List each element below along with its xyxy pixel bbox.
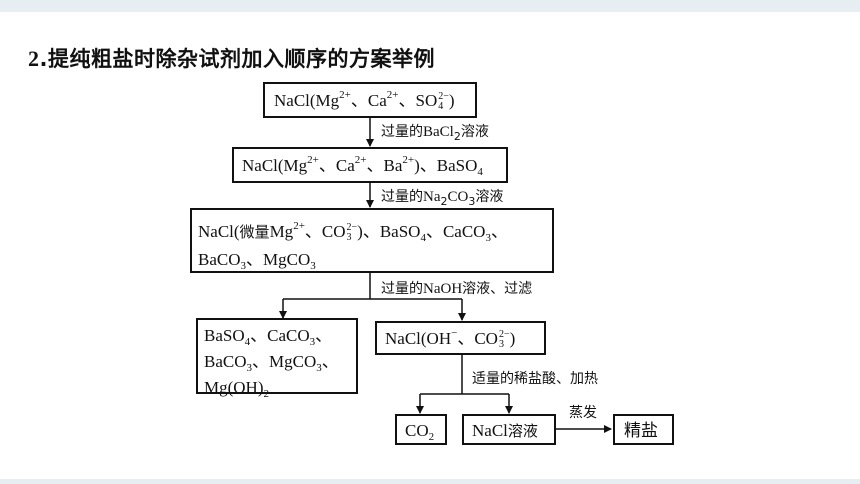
box-precipitates: BaSO4、CaCO3、 BaCO3、MgCO3、 Mg(OH)2 [196, 318, 358, 400]
label-step-na2co3: 过量的Na2CO3溶液 [381, 189, 504, 208]
box-co2: CO2 [395, 414, 447, 445]
box-refined-salt: 精盐 [613, 414, 674, 445]
box-after-bacl2: NaCl(Mg2+、Ca2+、Ba2+)、BaSO4 [232, 147, 508, 183]
top-decor-bar [0, 0, 860, 12]
label-step-bacl2: 过量的BaCl2溶液 [381, 124, 489, 143]
box-nacl-solution: NaCl溶液 [462, 414, 556, 445]
label-step-hcl: 适量的稀盐酸、加热 [472, 371, 598, 387]
label-step-evaporate: 蒸发 [569, 405, 597, 421]
page-title: 2.提纯粗盐时除杂试剂加入顺序的方案举例 [28, 46, 435, 71]
label-step-naoh: 过量的NaOH溶液、过滤 [381, 281, 533, 297]
bottom-decor-bar [0, 479, 860, 484]
